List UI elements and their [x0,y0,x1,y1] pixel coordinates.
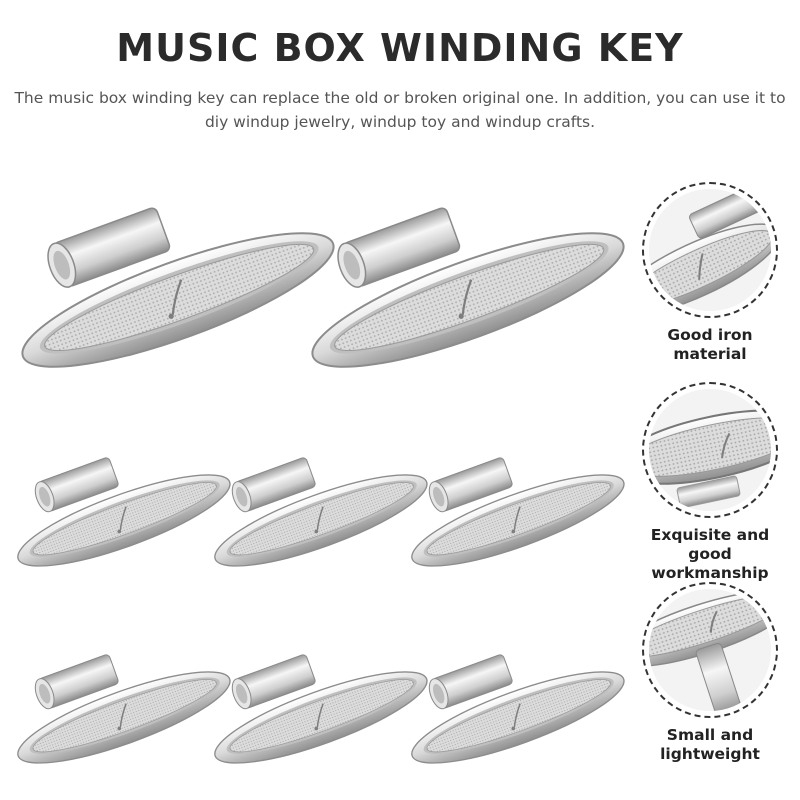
feature-label: Small and lightweight [660,726,760,763]
page-title: MUSIC BOX WINDING KEY [116,26,684,70]
feature-circle [642,582,778,718]
feature-lightweight: Small and lightweight [636,582,784,764]
winding-key-image [298,160,628,380]
magnified-key-side-icon [649,589,771,711]
product-description: The music box winding key can replace th… [14,89,786,131]
winding-key-image [8,160,338,380]
magnified-key-texture-icon [649,389,771,511]
feature-workmanship: Exquisite and good workmanship [636,382,784,583]
winding-key-image [8,425,233,575]
winding-key-image [402,425,627,575]
magnified-key-stem-icon [649,189,771,311]
winding-key-image [205,622,430,772]
feature-iron-material: Good iron material [636,182,784,364]
feature-circle [642,182,778,318]
feature-label: Good iron material [667,326,753,363]
winding-key-image [8,622,233,772]
feature-label: Exquisite and good workmanship [650,526,770,582]
winding-key-image [402,622,627,772]
winding-key-image [205,425,430,575]
feature-circle [642,382,778,518]
